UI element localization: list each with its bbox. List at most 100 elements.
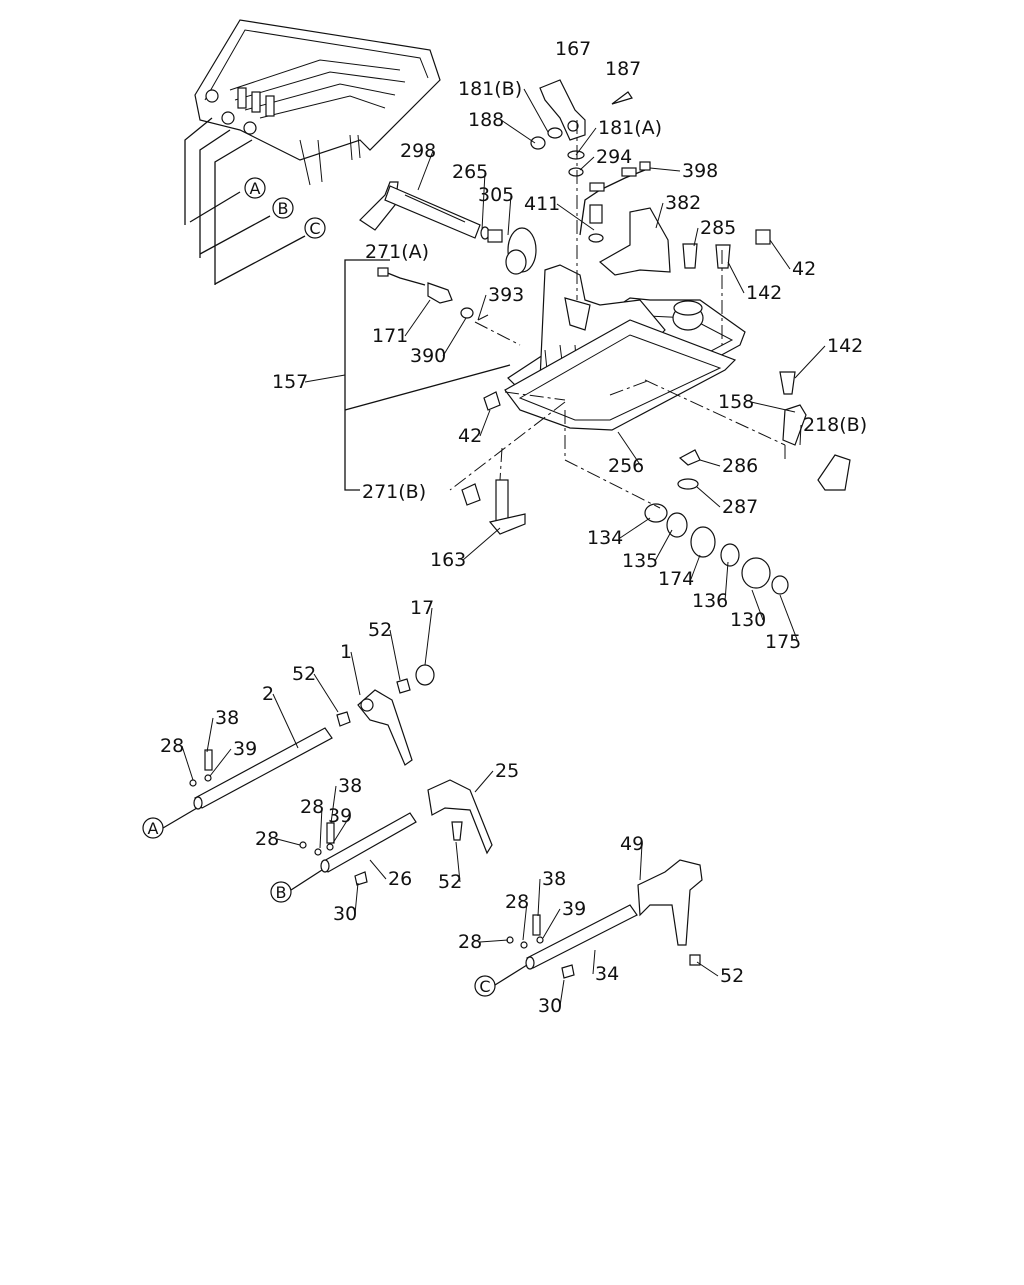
part-label-50: 30 <box>333 903 357 925</box>
reference-letter-5: C <box>479 977 490 996</box>
leader-line-3 <box>500 119 536 144</box>
leader-line-46 <box>332 815 351 844</box>
bolt-142-right <box>779 371 796 395</box>
leader-line-43 <box>474 770 494 793</box>
leader-line-29 <box>619 517 651 539</box>
leader-line-5 <box>579 156 595 171</box>
leader-line-2 <box>523 88 549 133</box>
switch-411 <box>588 204 604 243</box>
part-label-49: 52 <box>438 871 462 893</box>
leader-line-35 <box>424 607 433 666</box>
gasket-256 <box>504 319 737 431</box>
part-label-31: 174 <box>658 568 694 590</box>
leader-line-28 <box>462 527 501 561</box>
part-label-43: 25 <box>495 760 519 782</box>
part-label-34: 175 <box>765 631 801 653</box>
part-label-32: 136 <box>692 590 728 612</box>
part-label-30: 135 <box>622 550 658 572</box>
reference-letter-0: A <box>250 179 261 198</box>
part-label-26: 271(B) <box>362 481 426 503</box>
leader-line-51 <box>639 843 643 881</box>
leader-line-47 <box>276 838 301 846</box>
leader-line-34 <box>779 594 799 643</box>
part-label-11: 382 <box>665 192 701 214</box>
reference-circle-5 <box>474 975 496 997</box>
rail-34-group <box>506 904 638 979</box>
part-label-36: 52 <box>368 619 392 641</box>
leader-line-40 <box>206 717 214 753</box>
clip-286 <box>678 449 701 466</box>
part-label-8: 265 <box>452 161 488 183</box>
part-label-3: 188 <box>468 109 504 131</box>
shaft-guide-lines <box>184 117 306 285</box>
part-label-5: 294 <box>596 146 632 168</box>
leader-line-25 <box>699 459 721 467</box>
part-label-7: 298 <box>400 140 436 162</box>
part-label-58: 30 <box>538 995 562 1017</box>
part-label-57: 52 <box>720 965 744 987</box>
leader-line-7 <box>417 150 434 191</box>
leader-line-45 <box>319 806 323 849</box>
part-label-20: 142 <box>827 335 863 357</box>
part-label-0: 167 <box>555 38 591 60</box>
leader-line-20 <box>794 345 826 379</box>
part-label-14: 271(A) <box>365 241 429 263</box>
part-label-12: 285 <box>700 217 736 239</box>
leader-line-50 <box>354 882 359 915</box>
part-label-39: 2 <box>262 683 274 705</box>
part-label-6: 398 <box>682 160 718 182</box>
leader-line-58 <box>559 979 565 1007</box>
leader-line-48 <box>369 859 387 880</box>
leader-line-56 <box>592 949 596 975</box>
leader-line-23 <box>479 409 491 437</box>
leader-line-55 <box>479 939 509 943</box>
reference-circle-4 <box>270 881 292 903</box>
plate-287 <box>677 478 699 490</box>
part-label-1: 187 <box>605 58 641 80</box>
part-label-22: 218(B) <box>803 414 867 436</box>
part-label-19: 157 <box>272 371 308 393</box>
leader-line-37 <box>350 651 361 696</box>
leader-line-53 <box>522 901 528 941</box>
leader-line-17 <box>404 299 431 337</box>
part-label-27: 287 <box>722 496 758 518</box>
seal-stack-134-175 <box>644 503 789 595</box>
bolt-42 <box>483 391 501 411</box>
part-label-54: 39 <box>562 898 586 920</box>
leader-line-24 <box>617 431 642 467</box>
part-label-15: 142 <box>746 282 782 304</box>
part-label-4: 181(A) <box>598 117 662 139</box>
reference-circle-3 <box>142 817 164 839</box>
reference-letter-2: C <box>309 219 320 238</box>
alignment-lines <box>449 120 786 509</box>
shaft-298 <box>359 181 481 239</box>
leader-line-30 <box>654 529 673 562</box>
leader-line-39 <box>272 693 299 749</box>
leader-line-18 <box>442 317 467 357</box>
leader-line-12 <box>693 227 699 247</box>
part-label-47: 28 <box>255 828 279 850</box>
leader-line-27 <box>696 486 721 508</box>
part-label-13: 42 <box>792 258 816 280</box>
leader-line-44 <box>330 785 337 824</box>
reference-letter-1: B <box>278 199 289 218</box>
leader-line-8 <box>481 171 486 231</box>
leader-line-52 <box>537 878 541 917</box>
part-label-33: 130 <box>730 609 766 631</box>
part-label-9: 305 <box>478 184 514 206</box>
part-label-53: 28 <box>505 891 529 913</box>
leader-line-15 <box>727 261 745 294</box>
leader-line-49 <box>455 841 461 883</box>
fork-1 <box>357 689 413 766</box>
leader-line-6 <box>649 167 681 172</box>
part-label-17: 171 <box>372 325 408 347</box>
fork-49 <box>637 859 703 966</box>
reference-circle-0 <box>244 177 266 199</box>
part-label-48: 26 <box>388 868 412 890</box>
part-label-29: 134 <box>587 527 623 549</box>
part-label-42: 39 <box>233 738 257 760</box>
bolts-285-142 <box>682 229 771 269</box>
